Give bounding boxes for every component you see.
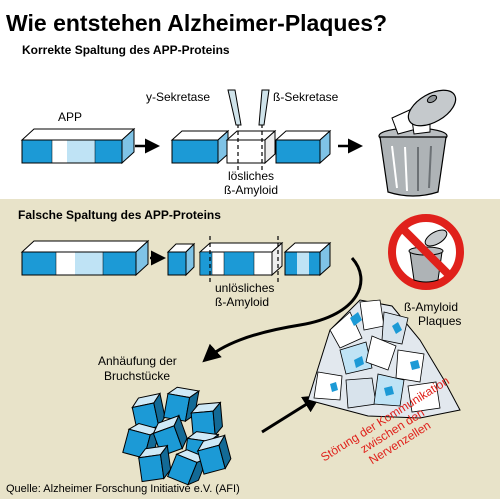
trash-can-icon bbox=[378, 89, 457, 197]
page-title: Wie entstehen Alzheimer-Plaques? bbox=[6, 10, 387, 36]
insoluble-label-line2: ß-Amyloid bbox=[215, 295, 269, 309]
wrong-right-piece bbox=[283, 241, 332, 277]
soluble-label-line2: ß-Amyloid bbox=[224, 183, 278, 197]
app-label: APP bbox=[58, 110, 82, 124]
plaques-label-line1: ß-Amyloid bbox=[404, 300, 458, 314]
accumulation-label-line1: Anhäufung der bbox=[98, 354, 177, 368]
plaques-label-line2: Plaques bbox=[418, 314, 461, 328]
correct-section-heading: Korrekte Spaltung des APP-Proteins bbox=[22, 43, 230, 57]
gamma-secretase-scissors bbox=[227, 89, 242, 126]
arrow-icon bbox=[261, 395, 322, 434]
cleaved-right-piece bbox=[274, 129, 332, 165]
app-protein-bar bbox=[20, 127, 136, 165]
soluble-amyloid-fragment bbox=[225, 124, 277, 170]
source-credit: Quelle: Alzheimer Forschung Initiative e… bbox=[6, 483, 240, 495]
arrow-icon bbox=[202, 256, 363, 363]
beta-secretase-label: ß-Sekretase bbox=[273, 90, 339, 104]
no-trash-icon bbox=[388, 214, 464, 290]
wrong-left-piece bbox=[166, 242, 196, 277]
insoluble-amyloid-fragment bbox=[198, 236, 284, 282]
app-protein-bar-wrong bbox=[20, 239, 150, 277]
wrong-section-heading: Falsche Spaltung des APP-Proteins bbox=[18, 208, 221, 222]
cleaved-left-piece bbox=[170, 129, 230, 165]
amyloid-plaque-pile bbox=[307, 299, 461, 419]
insoluble-label-line1: unlösliches bbox=[215, 281, 274, 295]
gamma-secretase-label: y-Sekretase bbox=[146, 90, 210, 104]
accumulation-label-line2: Bruchstücke bbox=[104, 369, 170, 383]
soluble-label-line1: lösliches bbox=[228, 169, 274, 183]
beta-secretase-scissors bbox=[258, 89, 270, 126]
